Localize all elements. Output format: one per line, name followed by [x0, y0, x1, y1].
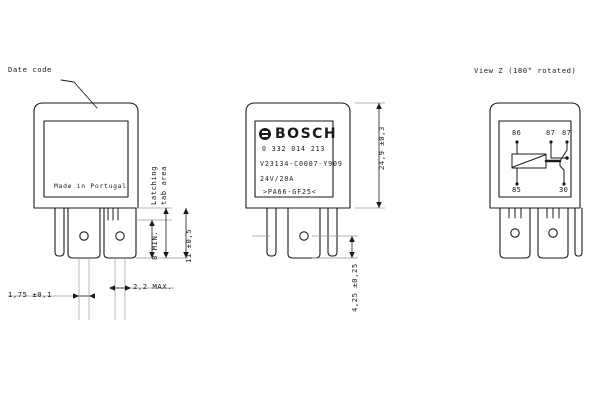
terminal-85-label: 85	[512, 186, 522, 194]
label-material: >PA66-GF25<	[263, 188, 317, 196]
terminal-86-label: 86	[512, 129, 522, 137]
date-code-callout: Date code	[8, 65, 52, 74]
bosch-logo-icon	[259, 128, 271, 140]
center-view-housing	[245, 102, 351, 209]
left-view-terminals	[54, 207, 137, 259]
label-type-code: V23134-C0007-Y909	[260, 160, 343, 168]
relay-schematic-nodes	[515, 140, 569, 186]
center-view-terminals	[266, 207, 338, 259]
terminal-87-right-label: 87	[562, 129, 572, 137]
dimension-pin-thickness: 1,75 ±0,1	[8, 290, 52, 299]
terminal-87-left-label: 87	[546, 129, 556, 137]
dimension-tab-total: 11 ±0,5	[184, 228, 193, 263]
label-rating: 24V/20A	[260, 175, 295, 183]
dimension-lines	[79, 103, 380, 297]
dimension-body-height: 24,9 ±0,3	[377, 126, 386, 170]
terminal-30-label: 30	[559, 186, 569, 194]
bosch-brand-text: BOSCH	[275, 126, 338, 142]
left-view-housing	[33, 102, 139, 209]
dimension-arrowheads	[73, 103, 382, 299]
bosch-logo-armature2-icon	[262, 135, 268, 137]
latching-tab-area-label-line2: tab area	[159, 165, 168, 205]
extension-lines	[8, 102, 385, 320]
dimension-terminal-offset: 4,25 ±0,25	[350, 263, 359, 312]
right-view-terminal-slots	[508, 207, 560, 219]
date-code-leader	[60, 79, 98, 109]
view-z-title: View Z (180° rotated)	[474, 66, 577, 75]
latching-tab-area-label-line1: Latching	[149, 165, 158, 205]
made-in-portugal-marking: Made in Portugal	[54, 182, 127, 190]
bosch-logo-armature-icon	[262, 131, 268, 133]
left-view-terminal-slots	[107, 207, 119, 221]
dimension-tab-min: 8 MIN.	[150, 230, 159, 260]
right-view-terminals	[499, 207, 583, 259]
relay-schematic	[511, 141, 568, 185]
dimension-pin-width-max: 2,2 MAX.	[133, 282, 173, 291]
right-view-housing	[489, 102, 581, 209]
label-part-number: 0 332 014 213	[262, 145, 326, 153]
